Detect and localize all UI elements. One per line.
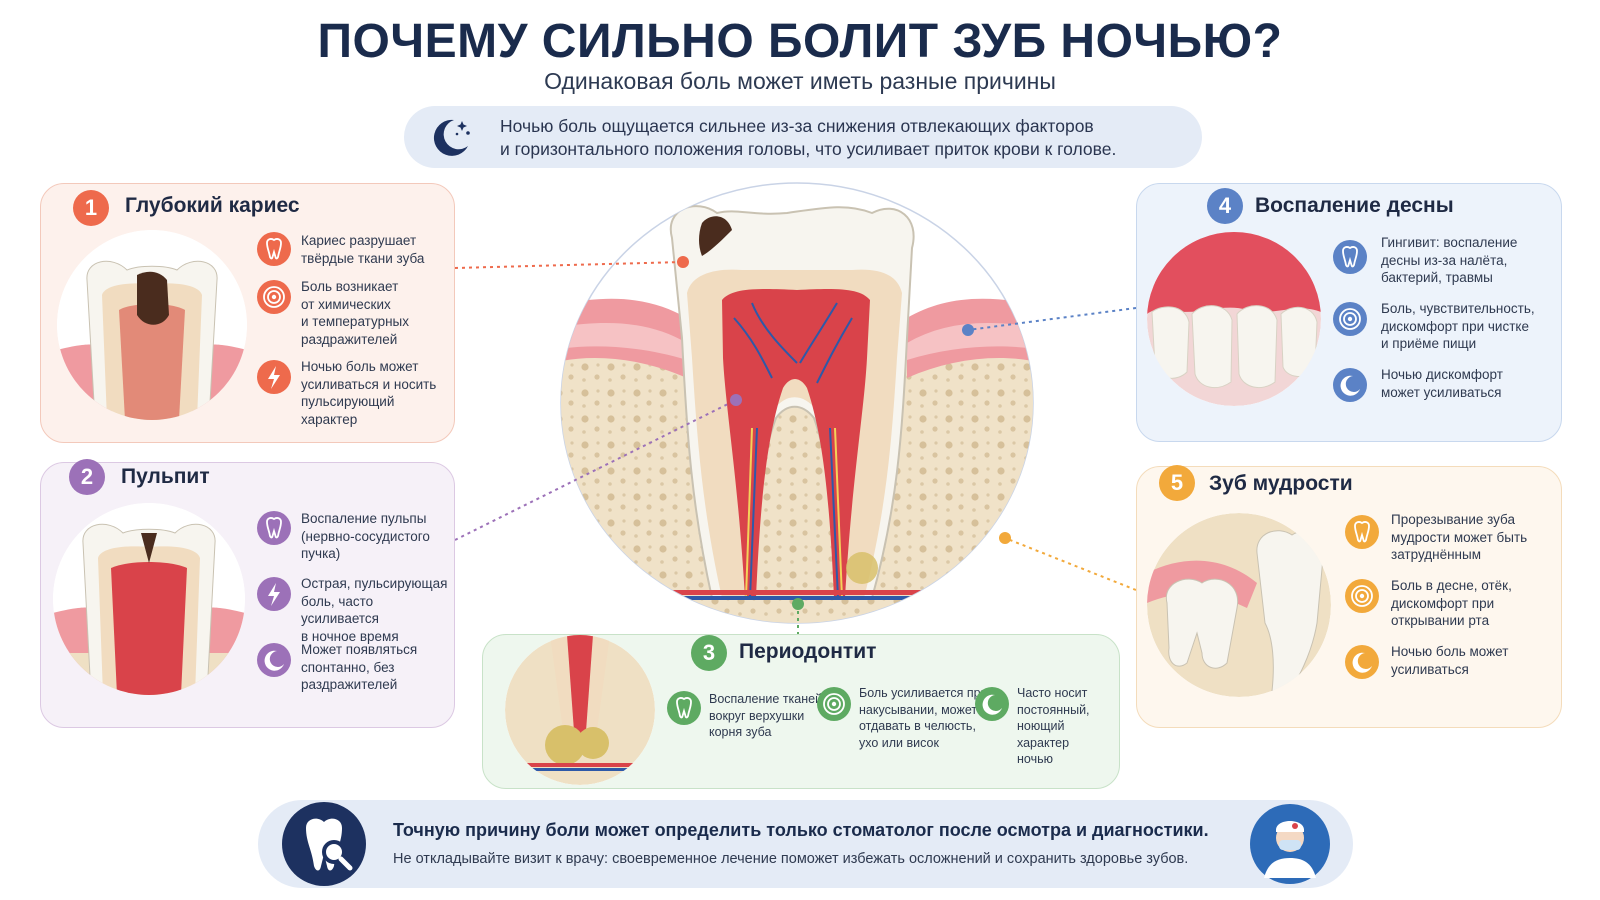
caries-tooth-illustration — [57, 230, 247, 420]
cause-number: 5 — [1159, 465, 1195, 501]
cause-bullet-text: Острая, пульсирующая боль, часто усилива… — [301, 576, 448, 644]
tooth-icon — [1345, 515, 1379, 549]
cause-card-pulpitis: 2 Пульпит Воспаление пульпы (нервно-сосу… — [40, 459, 455, 728]
doctor-icon — [1250, 804, 1330, 884]
target-icon — [257, 280, 291, 314]
cause-title: Периодонтит — [739, 640, 877, 663]
pulpitis-tooth-illustration — [53, 503, 245, 695]
gum-inflammation-illustration — [1147, 232, 1321, 406]
footer-banner: Точную причину боли может определить тол… — [258, 800, 1353, 888]
cause-bullet-text: Прорезывание зуба мудрости может быть за… — [1391, 512, 1528, 562]
cause-card-wisdom-tooth: 5 Зуб мудрости Прорезывание зуба мудрост… — [1136, 465, 1562, 728]
tooth-icon — [257, 232, 291, 266]
gum-marker-dot — [962, 324, 974, 336]
cause-title: Воспаление десны — [1255, 194, 1454, 217]
cause-bullet-text: Ночью боль может усиливаться и носить пу… — [301, 359, 437, 427]
night-note-banner: Ночью боль ощущается сильнее из-за сниже… — [404, 106, 1202, 168]
target-icon — [817, 687, 851, 721]
periodontitis-root-illustration — [505, 635, 655, 785]
cause-bullet-text: Воспаление пульпы (нервно-сосудистого пу… — [301, 511, 430, 561]
cause-title: Глубокий кариес — [125, 194, 300, 217]
caries-marker-dot — [677, 256, 689, 268]
target-icon — [1345, 579, 1379, 613]
page-title: ПОЧЕМУ СИЛЬНО БОЛИТ ЗУБ НОЧЬЮ? — [317, 15, 1283, 68]
cause-number: 2 — [69, 459, 105, 495]
tooth-icon — [1333, 240, 1367, 274]
cause-card-gingivitis: 4 Воспаление десны Гингивит: воспаление … — [1136, 183, 1562, 442]
cause-title: Зуб мудрости — [1209, 472, 1353, 495]
cause-bullet-text: Воспаление тканей вокруг верхушки корня … — [709, 692, 823, 739]
moon-icon — [257, 643, 291, 677]
tooth-search-icon — [282, 802, 366, 886]
cause-bullet-text: Ночью боль может усиливаться — [1391, 644, 1509, 677]
lightning-icon — [257, 577, 291, 611]
tooth-icon — [257, 511, 291, 545]
cause-title: Пульпит — [121, 465, 210, 488]
cause-bullet-text: Часто носит постоянный, ноющий характер … — [1017, 686, 1090, 766]
cause-bullet-text: Боль усиливается при накусывании, может … — [859, 686, 988, 750]
night-note-text: Ночью боль ощущается сильнее из-за сниже… — [500, 116, 1117, 159]
cause-bullet-text: Боль, чувствительность, дискомфорт при ч… — [1381, 301, 1535, 351]
moon-icon — [1345, 645, 1379, 679]
moon-icon — [1333, 368, 1367, 402]
cause-number: 1 — [73, 190, 109, 226]
cause-bullet-text: Кариес разрушает твёрдые ткани зуба — [301, 233, 425, 266]
cause-bullet-text: Может появляться спонтанно, без раздражи… — [301, 642, 418, 692]
cause-bullet-text: Ночью дискомфорт может усиливаться — [1381, 367, 1503, 400]
moon-stars-icon — [433, 119, 470, 156]
pulpitis-marker-dot — [730, 394, 742, 406]
cause-bullet-text: Гингивит: воспаление десны из-за налёта,… — [1381, 235, 1518, 285]
footer-sub-text: Не откладывайте визит к врачу: своевреме… — [393, 851, 1189, 867]
cause-bullet-text: Боль в десне, отёк, дискомфорт при откры… — [1391, 578, 1512, 628]
tooth-icon — [667, 691, 701, 725]
cause-card-caries: 1 Глубокий кариес Кариес разрушает твёрд… — [40, 183, 455, 443]
target-icon — [1333, 302, 1367, 336]
footer-main-text: Точную причину боли может определить тол… — [393, 820, 1209, 840]
wisdom-marker-dot — [999, 532, 1011, 544]
central-tooth-illustration — [560, 182, 1034, 624]
moon-icon — [975, 687, 1009, 721]
lightning-icon — [257, 360, 291, 394]
cause-number: 4 — [1207, 188, 1243, 224]
cause-bullet-text: Боль возникает от химических и температу… — [301, 279, 409, 347]
periodontitis-marker-dot — [792, 598, 804, 610]
page-subtitle: Одинаковая боль может иметь разные причи… — [544, 68, 1056, 94]
cause-card-periodontitis: 3 Периодонтит Воспаление тканей вокруг в… — [482, 634, 1120, 789]
cause-number: 3 — [691, 635, 727, 671]
wisdom-tooth-illustration — [1147, 513, 1331, 697]
